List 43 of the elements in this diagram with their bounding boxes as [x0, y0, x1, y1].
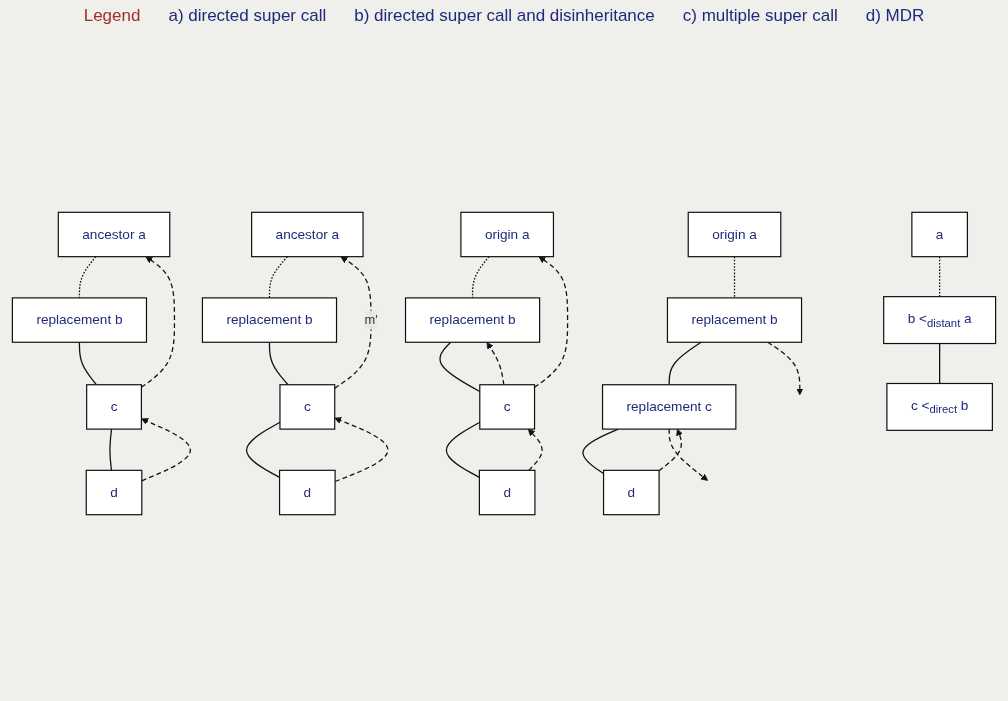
legend-heading: Legend [83, 6, 141, 26]
connector [668, 341, 702, 386]
panel-caption: a) directed super call [168, 6, 327, 26]
panel-caption: b) directed super call and disinheritance [354, 6, 655, 26]
node-box: origin a [460, 211, 555, 258]
node-box: d [85, 469, 143, 516]
connector [78, 256, 97, 299]
node-box: c <$_{direct}$ b [886, 382, 993, 431]
node-box: c [479, 384, 536, 430]
arrow [527, 428, 543, 471]
connector [939, 342, 941, 385]
node-box: c [86, 384, 142, 430]
arrow [334, 417, 389, 483]
node-box: b <$_{distant}$ a [883, 296, 997, 345]
node-box: replacement b [11, 297, 148, 343]
arrow [767, 341, 804, 396]
connector [471, 256, 490, 299]
connector [109, 428, 113, 471]
panel-caption: d) MDR [865, 6, 925, 26]
arrow [334, 256, 372, 389]
connector [78, 341, 97, 386]
edge-label: m′ [364, 312, 378, 327]
node-box: d [602, 469, 660, 516]
node-box: replacement c [601, 384, 737, 430]
arrow [140, 256, 176, 388]
node-box: d [478, 469, 536, 516]
node-box: origin a [687, 211, 782, 258]
arrow [668, 428, 709, 481]
connector [582, 428, 619, 475]
node-box: replacement b [404, 297, 541, 343]
arrow [658, 428, 683, 472]
node-box: replacement b [201, 297, 338, 343]
panel-caption: c) multiple super call [682, 6, 838, 26]
node-box: ancestor a [251, 211, 364, 258]
arrow [533, 256, 569, 388]
node-box: ancestor a [57, 211, 171, 258]
node-box: c [279, 384, 336, 430]
arrow [486, 341, 505, 386]
node-box: replacement b [666, 297, 803, 343]
arrow [141, 418, 191, 482]
node-box: a [911, 211, 968, 258]
connector [268, 341, 289, 386]
node-box: d [278, 469, 336, 516]
